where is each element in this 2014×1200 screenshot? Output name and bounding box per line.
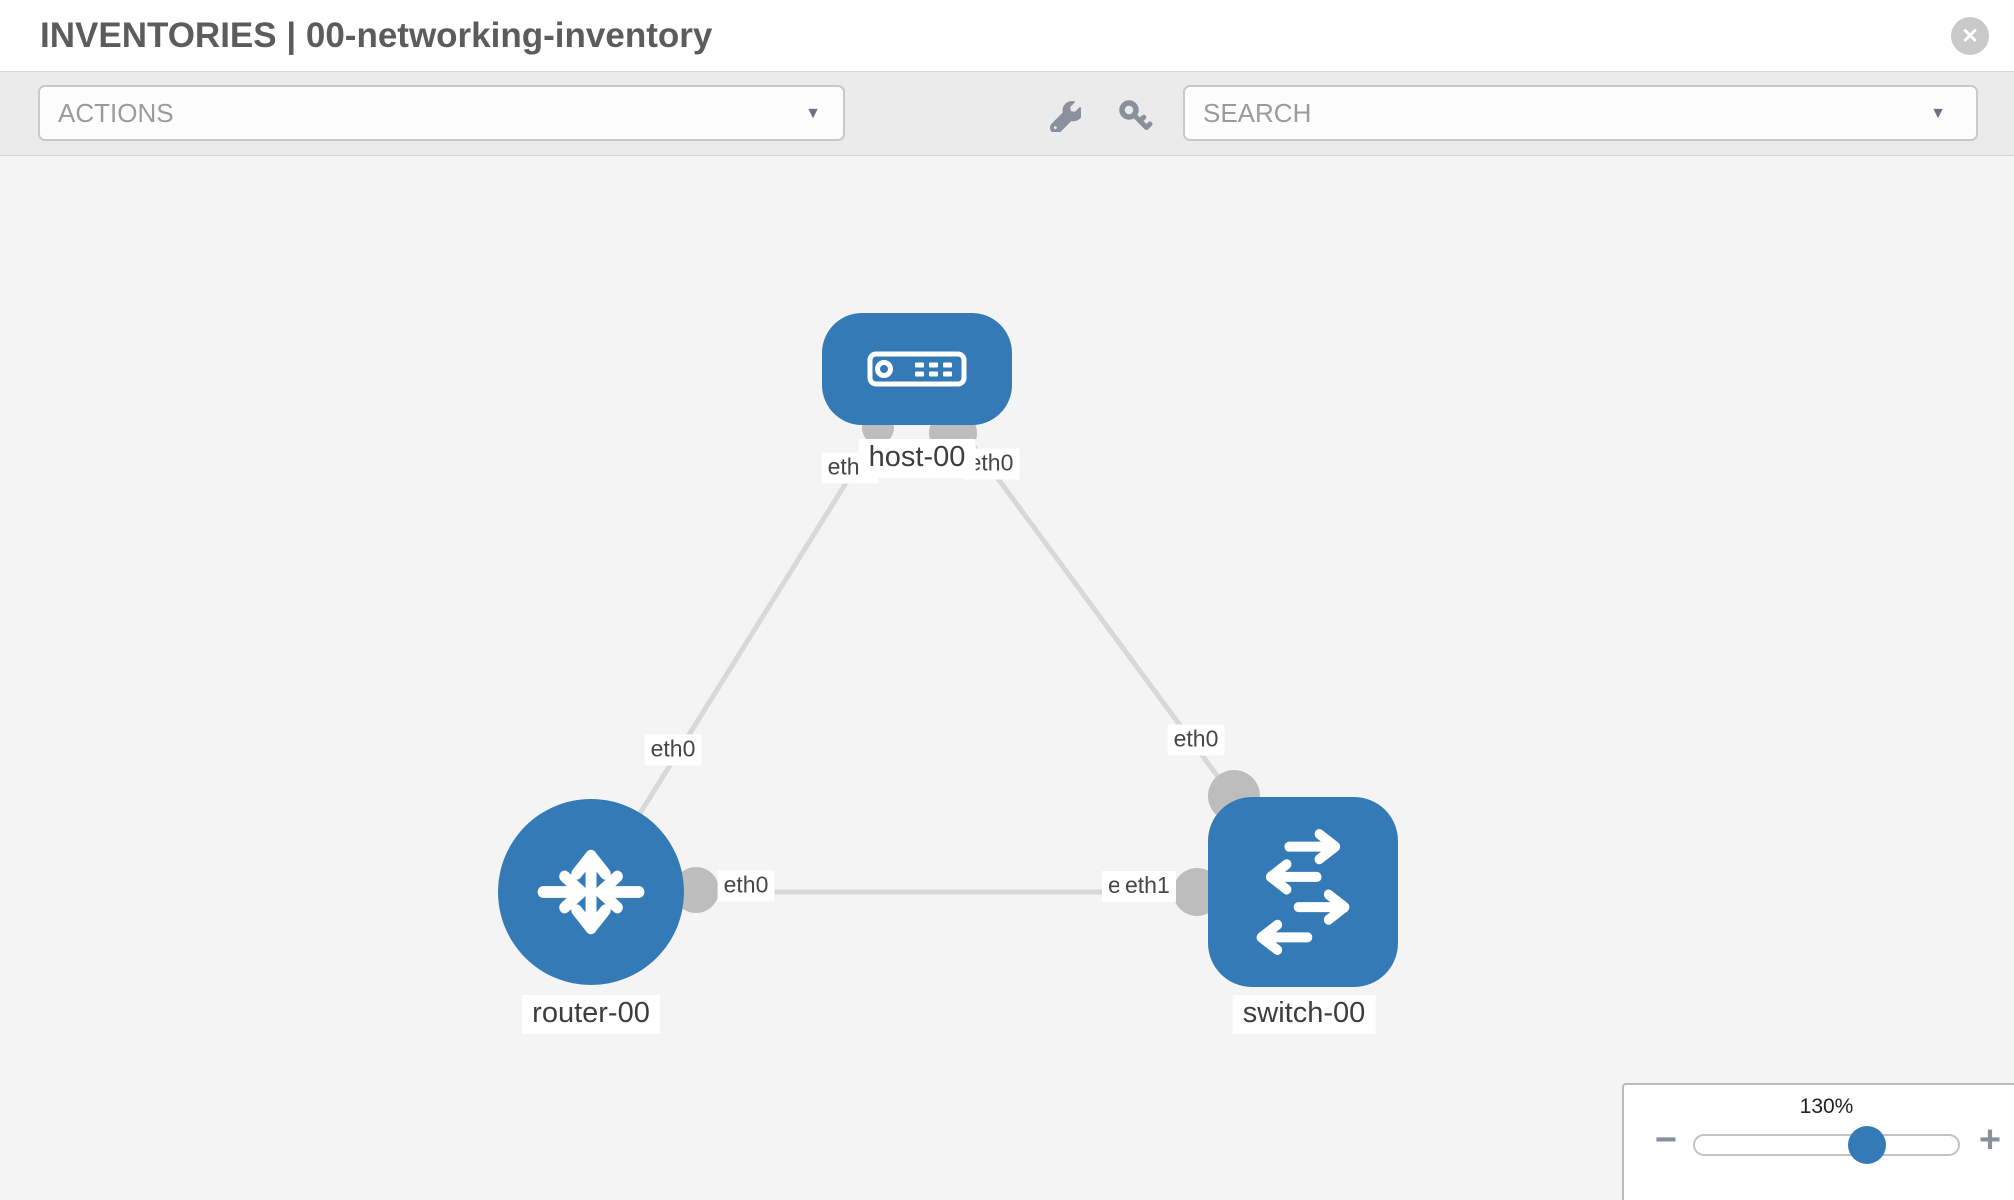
node-label-switch: switch-00 [1232,995,1376,1034]
zoom-in-button[interactable]: + [1978,1119,2002,1161]
search-dropdown[interactable]: SEARCH ▼ [1183,85,1978,141]
link-endpoint [673,867,719,913]
iface-label: eth0 [644,734,702,766]
close-button[interactable]: ✕ [1951,17,1989,55]
node-label-router: router-00 [522,995,660,1034]
zoom-level-value: 130% [1799,1095,1854,1118]
search-dropdown-label: SEARCH [1203,98,1312,128]
topology-links-layer [588,367,1306,916]
node-router-00[interactable] [498,799,684,985]
wrench-icon [1049,100,1081,132]
zoom-out-button[interactable]: − [1654,1119,1678,1161]
node-label-host: host-00 [858,439,976,478]
close-icon: ✕ [1961,24,1979,48]
zoom-slider-knob[interactable] [1848,1126,1886,1164]
configure-button[interactable] [1041,96,1089,136]
page-title: INVENTORIES | 00-networking-inventory [40,16,713,55]
node-host-00[interactable] [822,313,1012,425]
toolbar: ACTIONS ▼ SEARCH ▼ [0,72,2014,156]
topology-canvas[interactable]: host-00 router-00 switch-00 eth0 eth0 et… [0,156,2014,1200]
actions-dropdown-label: ACTIONS [58,98,174,128]
host-device-icon [867,351,967,387]
router-arrows-icon [537,849,645,935]
actions-dropdown[interactable]: ACTIONS ▼ [38,85,845,141]
credentials-button[interactable] [1111,96,1159,136]
iface-label: eth0 [717,870,775,902]
chevron-down-icon: ▼ [805,105,821,122]
iface-label: eth0 [1167,724,1225,756]
zoom-slider-track[interactable] [1693,1126,1960,1164]
iface-label: eth1 [1119,871,1176,902]
switch-arrows-icon [1256,829,1350,955]
zoom-panel: 130% − + [1622,1083,2014,1200]
header-bar: INVENTORIES | 00-networking-inventory ✕ [0,0,2014,72]
key-icon [1119,100,1153,130]
chevron-down-icon: ▼ [1930,105,1946,122]
node-switch-00[interactable] [1208,797,1398,987]
